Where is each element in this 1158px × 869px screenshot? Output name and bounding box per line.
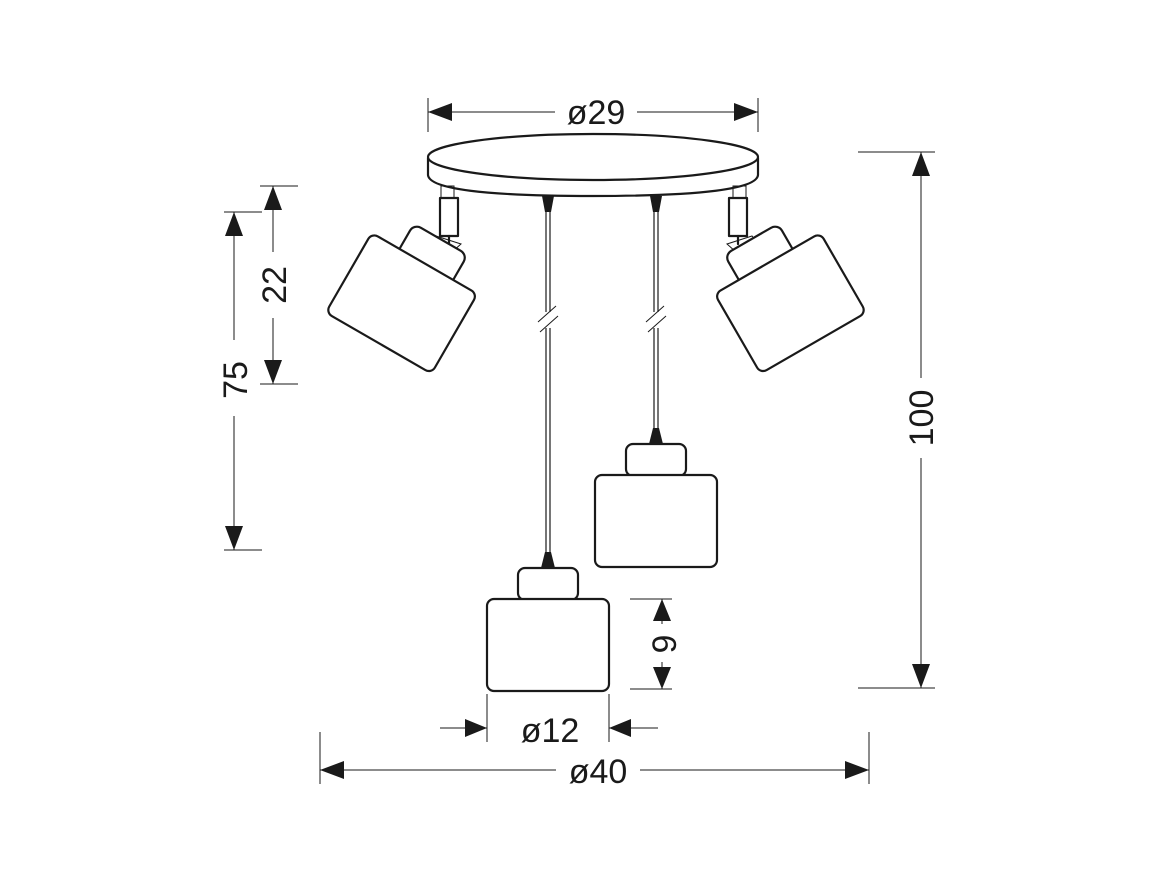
shade-height-label: 9 (646, 635, 684, 654)
arrowhead (465, 719, 487, 737)
dim-inner-height: 75 (217, 211, 262, 551)
dim-overall-diameter: ø40 (319, 732, 870, 791)
arrowhead (845, 761, 869, 779)
spot-height-label: 22 (256, 266, 294, 304)
pendant-long (485, 196, 611, 693)
arrowhead (912, 664, 930, 688)
arrowhead (320, 761, 344, 779)
shade-diameter-label: ø12 (521, 712, 580, 750)
right-spot-arm (726, 185, 759, 253)
arrowhead (264, 186, 282, 210)
arrowhead (428, 103, 452, 121)
dim-shade-height: 9 (630, 598, 684, 690)
arrowhead (653, 667, 671, 689)
arrowhead (912, 152, 930, 176)
arrowhead (653, 599, 671, 621)
ceiling-canopy (426, 132, 760, 198)
overall-diameter-label: ø40 (569, 753, 628, 791)
arrowhead (609, 719, 631, 737)
right-spot-shade (716, 225, 865, 373)
canopy-diameter-label: ø29 (567, 94, 626, 132)
left-spot-arm (429, 185, 462, 253)
pendant-short (593, 196, 719, 569)
dim-canopy-diameter: ø29 (427, 94, 759, 132)
dim-spot-height: 22 (256, 185, 298, 385)
dim-total-height: 100 (858, 151, 941, 689)
dim-shade-diameter: ø12 (440, 694, 658, 750)
arrowhead (734, 103, 758, 121)
arrowhead (225, 526, 243, 550)
inner-height-label: 75 (217, 361, 255, 399)
left-spot-shade (327, 225, 476, 373)
arrowhead (225, 212, 243, 236)
total-height-label: 100 (903, 390, 941, 447)
arrowhead (264, 360, 282, 384)
